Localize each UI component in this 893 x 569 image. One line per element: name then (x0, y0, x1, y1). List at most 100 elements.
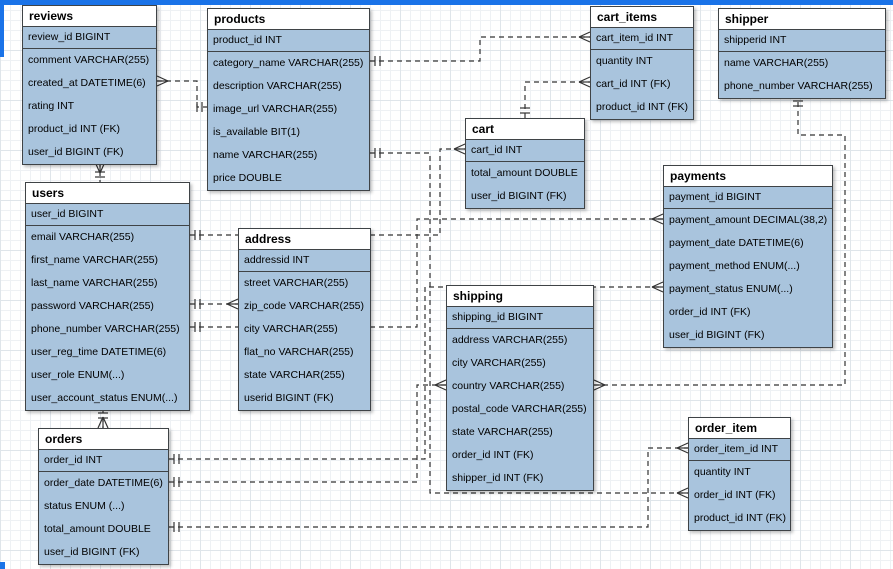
entity-field: phone_number VARCHAR(255) (719, 75, 885, 98)
entity-fields: email VARCHAR(255)first_name VARCHAR(255… (26, 226, 189, 410)
entity-title: address (239, 229, 370, 250)
entity-field: total_amount DOUBLE (466, 162, 584, 185)
entity-field: total_amount DOUBLE (39, 518, 168, 541)
relationship-users-cart[interactable] (190, 143, 466, 240)
primary-key-field: shipping_id BIGINT (447, 307, 593, 329)
entity-field: user_role ENUM(...) (26, 364, 189, 387)
entity-fields: comment VARCHAR(255)created_at DATETIME(… (23, 49, 156, 164)
entity-title: reviews (23, 6, 156, 27)
relationship-orders-order_item[interactable] (169, 442, 689, 532)
entity-field: last_name VARCHAR(255) (26, 272, 189, 295)
relationship-products-cart_items[interactable] (370, 31, 591, 66)
window-edge-top (0, 0, 893, 5)
entity-fields: street VARCHAR(255)zip_code VARCHAR(255)… (239, 272, 370, 410)
entity-field: order_id INT (FK) (447, 444, 593, 467)
entity-field: flat_no VARCHAR(255) (239, 341, 370, 364)
entity-field: first_name VARCHAR(255) (26, 249, 189, 272)
entity-title: shipping (447, 286, 593, 307)
entity-field: created_at DATETIME(6) (23, 72, 156, 95)
entity-title: orders (39, 429, 168, 450)
primary-key-field: payment_id BIGINT (664, 187, 832, 209)
entity-field: image_url VARCHAR(255) (208, 98, 369, 121)
window-edge-bottom-left (0, 562, 5, 569)
entity-field: city VARCHAR(255) (447, 352, 593, 375)
entity-title: products (208, 9, 369, 30)
entity-field: quantity INT (591, 50, 693, 73)
entity-field: description VARCHAR(255) (208, 75, 369, 98)
entity-field: address VARCHAR(255) (447, 329, 593, 352)
entity-field: payment_status ENUM(...) (664, 278, 832, 301)
entity-field: product_id INT (FK) (689, 507, 790, 530)
relationship-users-payments[interactable] (190, 213, 664, 332)
primary-key-field: order_item_id INT (689, 439, 790, 461)
relationship-products-order_item[interactable] (370, 148, 689, 499)
entity-fields: category_name VARCHAR(255)description VA… (208, 52, 369, 190)
entity-field: payment_method ENUM(...) (664, 255, 832, 278)
entity-field: name VARCHAR(255) (719, 52, 885, 75)
entity-field: is_available BIT(1) (208, 121, 369, 144)
entity-field: order_id INT (FK) (664, 301, 832, 324)
entity-field: order_date DATETIME(6) (39, 472, 168, 495)
entity-field: userid BIGINT (FK) (239, 387, 370, 410)
primary-key-field: cart_item_id INT (591, 28, 693, 50)
entity-title: cart (466, 119, 584, 140)
relationship-shipping-shipper[interactable] (593, 96, 846, 391)
entity-field: cart_id INT (FK) (591, 73, 693, 96)
entity-fields: address VARCHAR(255)city VARCHAR(255)cou… (447, 329, 593, 490)
entity-field: state VARCHAR(255) (239, 364, 370, 387)
relationship-orders-shipping[interactable] (169, 379, 447, 487)
entity-field: postal_code VARCHAR(255) (447, 398, 593, 421)
entity-field: street VARCHAR(255) (239, 272, 370, 295)
relationship-users-orders[interactable] (97, 408, 109, 429)
entity-fields: name VARCHAR(255)phone_number VARCHAR(25… (719, 52, 885, 98)
entity-title: users (26, 183, 189, 204)
entity-field: payment_date DATETIME(6) (664, 232, 832, 255)
entity-field: state VARCHAR(255) (447, 421, 593, 444)
entity-field: category_name VARCHAR(255) (208, 52, 369, 75)
entity-field: password VARCHAR(255) (26, 295, 189, 318)
primary-key-field: shipperid INT (719, 30, 885, 52)
entity-field: rating INT (23, 95, 156, 118)
relationship-cart-cart_items[interactable] (520, 76, 591, 118)
entity-title: shipper (719, 9, 885, 30)
entity-title: order_item (689, 418, 790, 439)
primary-key-field: addressid INT (239, 250, 370, 272)
entity-field: shipper_id INT (FK) (447, 467, 593, 490)
primary-key-field: product_id INT (208, 30, 369, 52)
relationship-reviews-users[interactable] (94, 161, 106, 182)
entity-field: user_id BIGINT (FK) (39, 541, 168, 564)
entity-field: name VARCHAR(255) (208, 144, 369, 167)
entity-fields: order_date DATETIME(6)status ENUM (...)t… (39, 472, 168, 564)
entity-field: user_id BIGINT (FK) (664, 324, 832, 347)
entity-title: cart_items (591, 7, 693, 28)
primary-key-field: cart_id INT (466, 140, 584, 162)
entity-field: phone_number VARCHAR(255) (26, 318, 189, 341)
entity-field: zip_code VARCHAR(255) (239, 295, 370, 318)
entity-field: product_id INT (FK) (23, 118, 156, 141)
entity-field: user_id BIGINT (FK) (23, 141, 156, 164)
entity-field: status ENUM (...) (39, 495, 168, 518)
primary-key-field: user_id BIGINT (26, 204, 189, 226)
relationship-orders-payments[interactable] (169, 281, 664, 464)
entity-field: order_id INT (FK) (689, 484, 790, 507)
relationship-users-address[interactable] (190, 298, 239, 310)
entity-field: user_account_status ENUM(...) (26, 387, 189, 410)
primary-key-field: order_id INT (39, 450, 168, 472)
primary-key-field: review_id BIGINT (23, 27, 156, 49)
entity-field: country VARCHAR(255) (447, 375, 593, 398)
relationship-reviews-products[interactable] (156, 75, 207, 112)
